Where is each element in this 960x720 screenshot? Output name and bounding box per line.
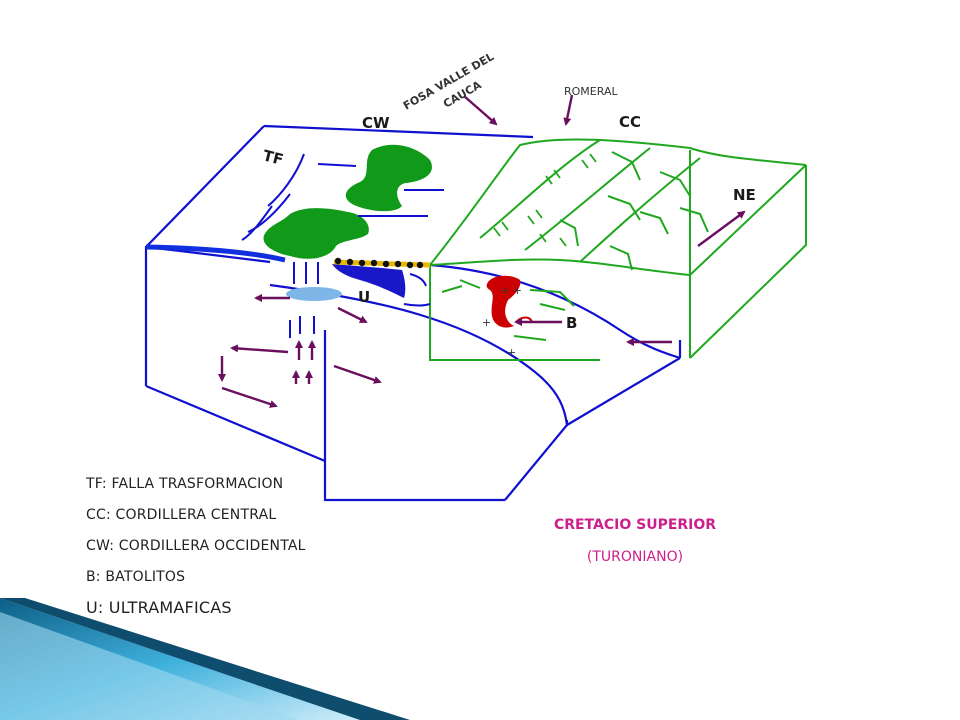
legend-item-cc: CC: CORDILLERA CENTRAL	[86, 507, 277, 523]
ultramafic-feeders	[289, 262, 319, 338]
period-subtitle: (TURONIANO)	[586, 549, 684, 565]
central-cordillera-block	[429, 138, 807, 361]
period-title: CRETACIO SUPERIOR	[553, 517, 717, 533]
legend-item-u: U: ULTRAMAFICAS	[86, 598, 232, 617]
legend-item-b: B: BATOLITOS	[86, 569, 186, 585]
motion-arrows	[218, 94, 746, 408]
label-romeral: ROMERAL	[564, 85, 618, 98]
label-cw: CW	[362, 114, 390, 132]
subduction-front	[145, 244, 286, 263]
cw-green-body-lower	[263, 208, 369, 259]
legend-item-cw: CW: CORDILLERA OCCIDENTAL	[86, 538, 306, 554]
label-cc: CC	[619, 113, 641, 131]
svg-text:+: +	[507, 346, 516, 359]
label-ne: NE	[733, 186, 756, 204]
ultramafic-body	[286, 287, 342, 301]
batholith-crosses: + + + +	[482, 284, 522, 359]
label-u: U	[358, 288, 370, 306]
suture-dots	[334, 257, 424, 269]
label-b: B	[566, 314, 577, 332]
accretionary-wedge	[332, 264, 406, 298]
legend-item-tf: TF: FALLA TRASFORMACION	[86, 476, 284, 492]
svg-text:+ +: + +	[500, 284, 522, 297]
cw-green-body-upper	[345, 144, 432, 212]
block-outline	[144, 124, 682, 502]
cw-lineaments	[241, 153, 444, 241]
batholith	[486, 275, 521, 328]
legend: TF: FALLA TRASFORMACION CC: CORDILLERA C…	[86, 474, 306, 629]
label-tf: TF	[261, 146, 285, 168]
ridge-ticks	[493, 153, 597, 247]
svg-text:+: +	[482, 316, 491, 329]
corner-decoration	[0, 598, 410, 720]
period-caption: CRETACIO SUPERIOR (TURONIANO)	[520, 515, 750, 579]
